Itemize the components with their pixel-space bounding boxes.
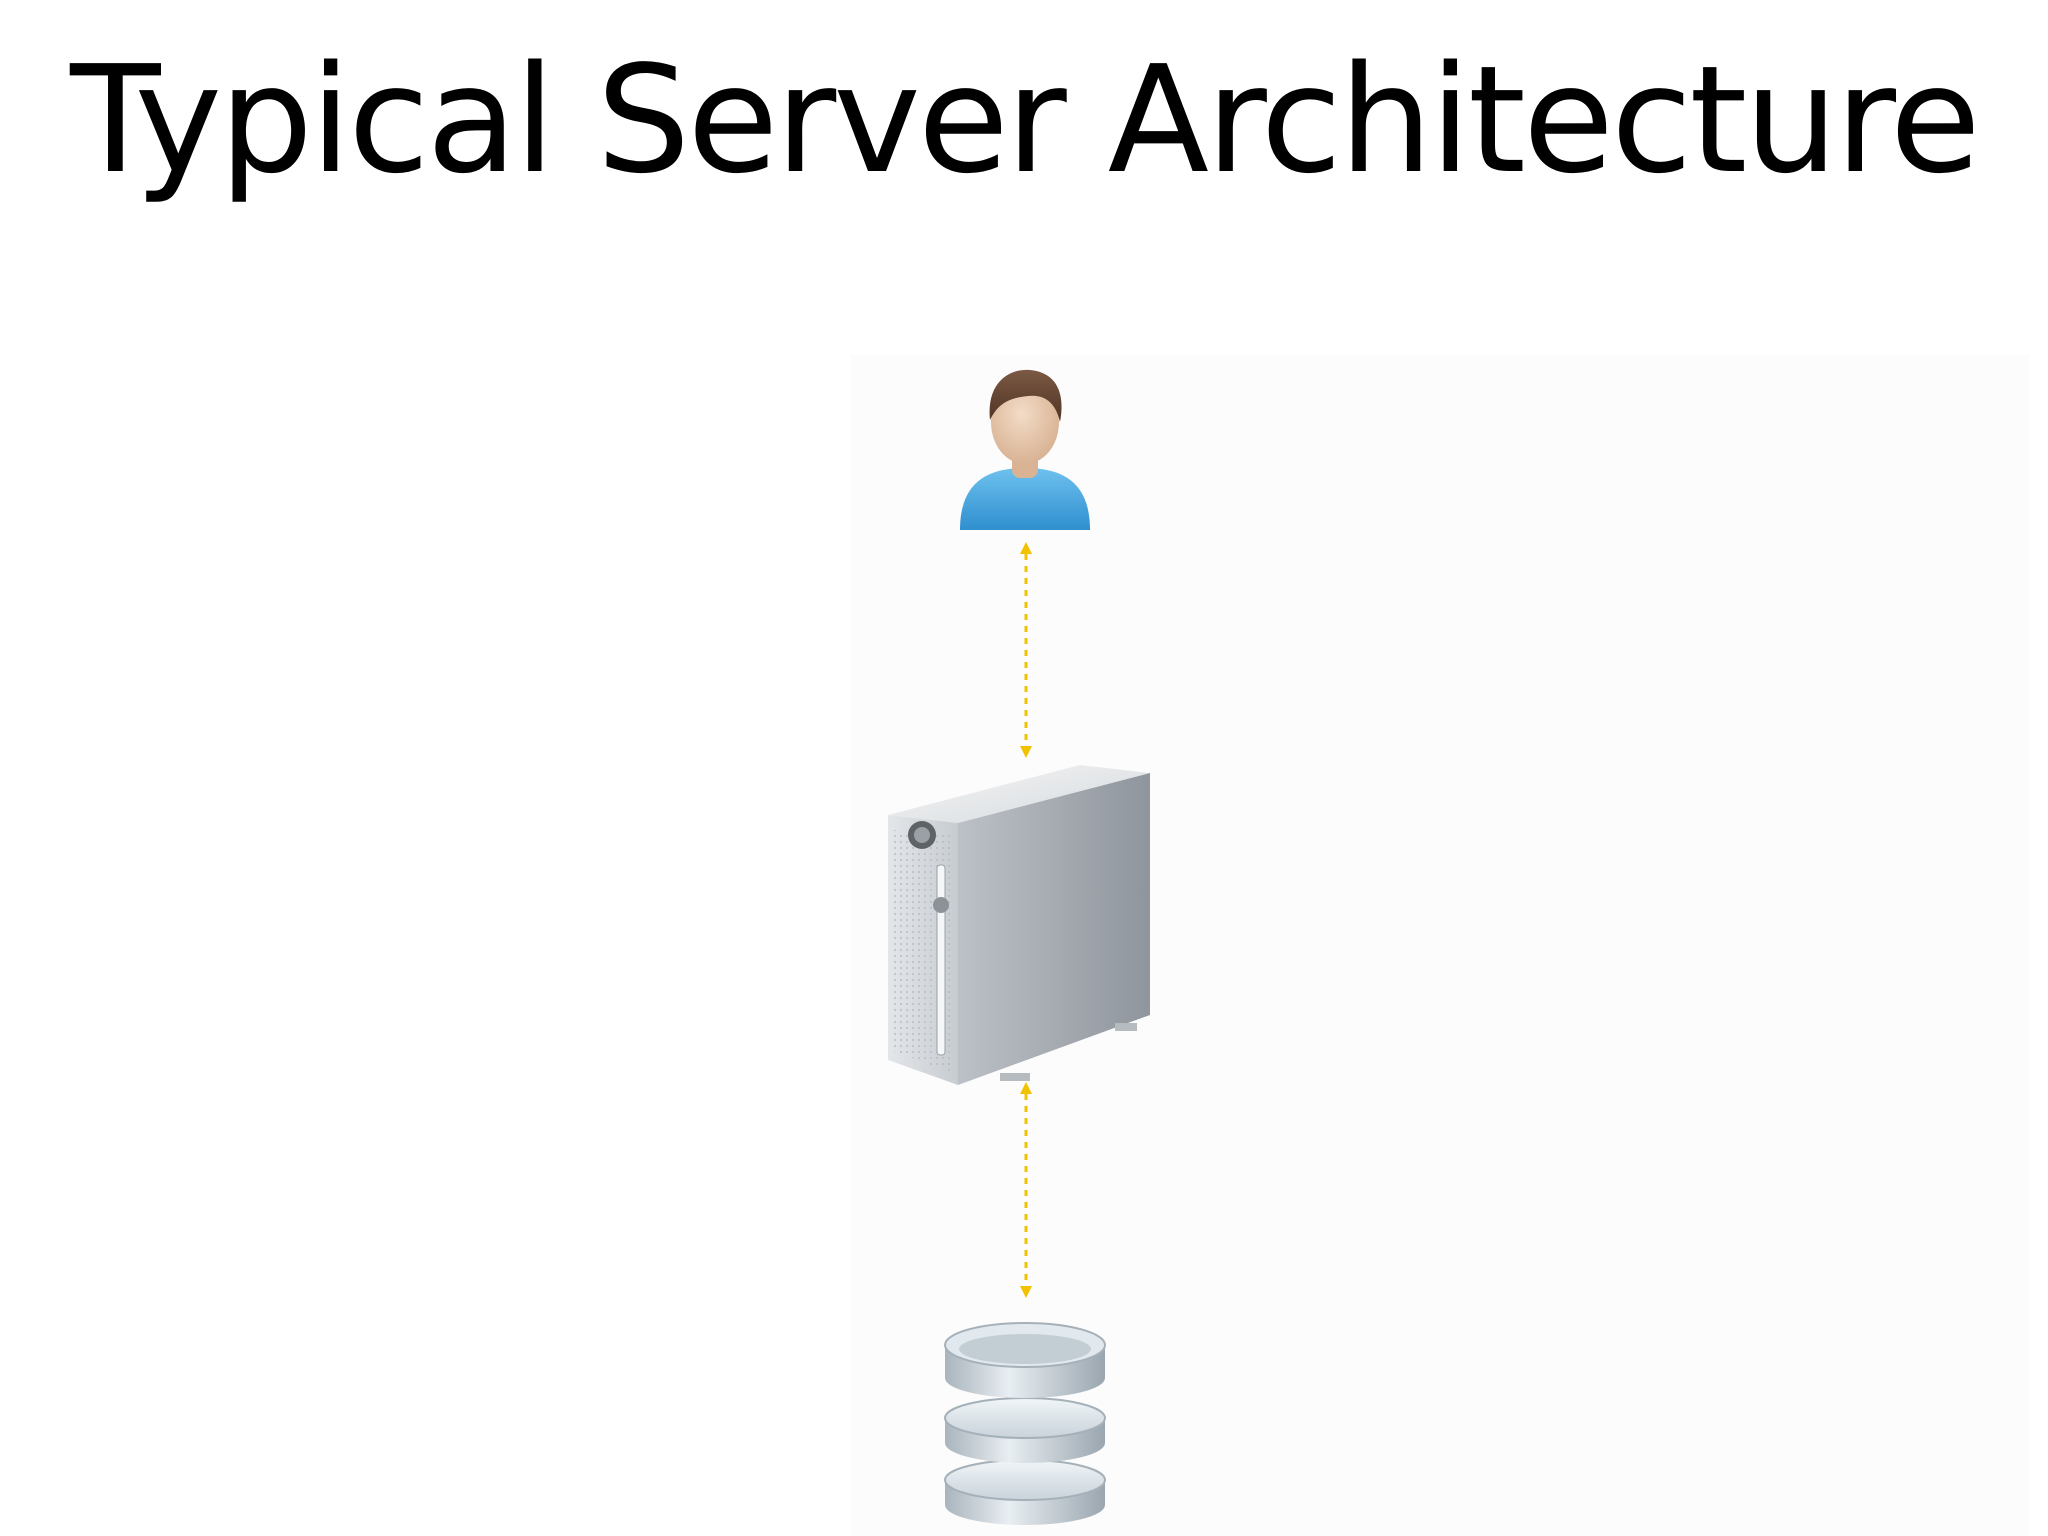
user-icon <box>950 360 1100 540</box>
server-tower-icon <box>880 755 1160 1085</box>
database-icon <box>940 1300 1110 1530</box>
connector-server-database <box>1016 1080 1036 1300</box>
slide-title: Typical Server Architecture <box>70 34 1981 206</box>
connector-user-server <box>1016 540 1036 760</box>
